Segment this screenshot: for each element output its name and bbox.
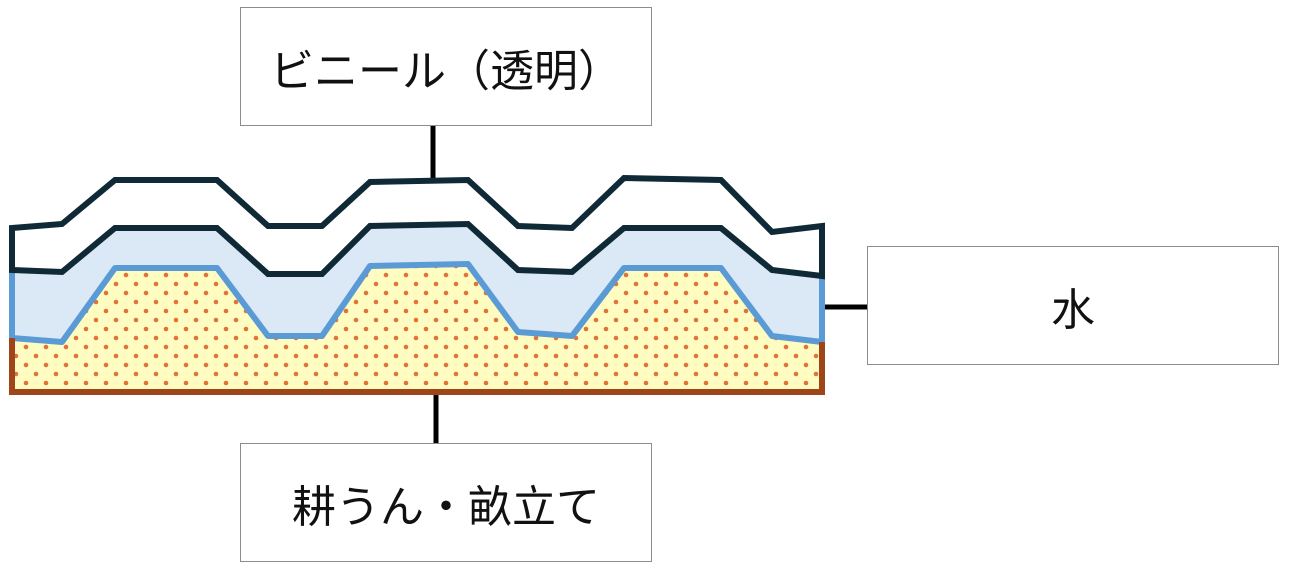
soil-base-outline — [9, 338, 825, 395]
vinyl-label-box: ビニール（透明） — [240, 7, 652, 126]
water-label: 水 — [1051, 284, 1095, 336]
vinyl-label: ビニール（透明） — [270, 45, 622, 97]
water-layer — [12, 224, 822, 342]
soil-label-box: 耕うん・畝立て — [240, 443, 652, 562]
vinyl-sheet — [9, 174, 825, 280]
water-label-box: 水 — [867, 246, 1279, 365]
water-outline — [11, 261, 825, 345]
soil-dot-pattern — [12, 264, 822, 392]
soil-label: 耕うん・畝立て — [292, 481, 600, 533]
